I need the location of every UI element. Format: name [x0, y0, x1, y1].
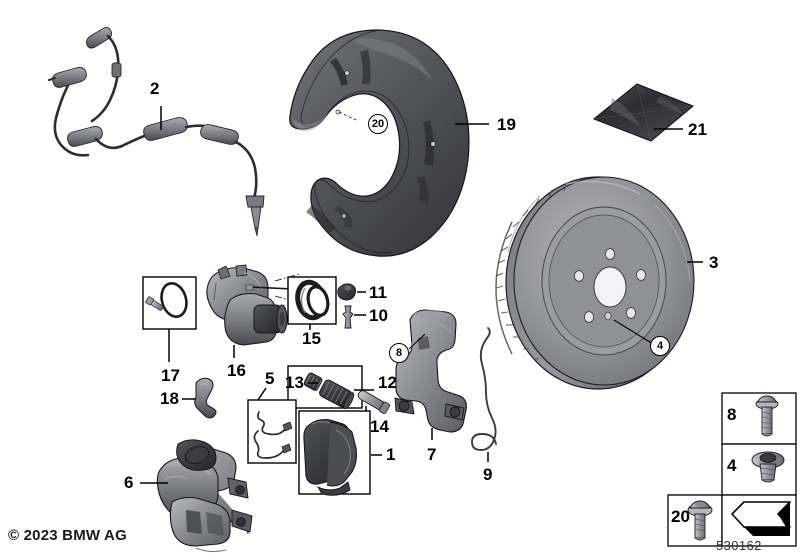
legend-icon-hex-flange-bolt-20	[687, 500, 713, 541]
callout-label-7: 7	[427, 445, 437, 464]
part-caliper-carrier	[394, 309, 467, 433]
callout-circle-8: 8	[389, 343, 409, 363]
callout-label-14: 14	[370, 417, 389, 436]
callout-label-21: 21	[688, 120, 707, 139]
part-wheel-speed-sensor-cable	[47, 26, 265, 237]
part-brake-pad-set	[298, 410, 382, 496]
legend-box	[667, 392, 797, 547]
part-seal-ring-kit	[142, 276, 197, 362]
copyright-notice: © 2023 BMW AG	[8, 527, 127, 544]
callout-label-17: 17	[161, 366, 180, 385]
part-epb-actuator	[206, 264, 315, 358]
part-bleeder-valve	[342, 305, 366, 329]
callout-label-10: 10	[369, 306, 388, 325]
part-retaining-spring	[471, 327, 497, 451]
part-bleeder-cap	[337, 283, 366, 301]
legend-number-20: 20	[671, 507, 690, 526]
callout-circle-4: 4	[650, 336, 670, 356]
leader-8	[408, 333, 426, 350]
part-brake-disc	[495, 176, 695, 390]
callout-label-12: 12	[378, 373, 397, 392]
diagram-number: 530162	[716, 538, 762, 553]
callout-label-3: 3	[709, 253, 719, 272]
leader-4	[613, 319, 654, 345]
callout-label-19: 19	[497, 115, 516, 134]
part-wear-sensor	[247, 387, 297, 464]
part-spring-clip	[182, 377, 217, 419]
callout-label-9: 9	[483, 465, 493, 484]
legend-number-8: 8	[727, 405, 737, 424]
callout-label-18: 18	[160, 389, 179, 408]
legend-number-4: 4	[727, 456, 737, 475]
callout-circle-20: 20	[368, 114, 388, 134]
callout-label-13: 13	[285, 373, 304, 392]
part-guide-pin-assembly	[287, 365, 374, 410]
callout-label-11: 11	[369, 283, 387, 302]
part-caliper-housing	[156, 439, 253, 553]
part-heat-shield-plate	[592, 83, 695, 142]
part-piston-dust-boot	[287, 276, 337, 330]
callout-label-6: 6	[124, 473, 134, 492]
legend-icon-hex-flange-bolt-8	[755, 395, 779, 437]
callout-label-16: 16	[227, 361, 246, 380]
callout-label-5: 5	[265, 369, 275, 388]
legend-icon-direction-arrow	[731, 501, 791, 536]
legend-icon-countersunk-screw-4	[751, 451, 785, 483]
callout-label-1: 1	[386, 445, 396, 464]
callout-label-2: 2	[150, 79, 160, 98]
callout-label-15: 15	[302, 329, 321, 348]
part-brake-dust-shield	[289, 29, 470, 257]
